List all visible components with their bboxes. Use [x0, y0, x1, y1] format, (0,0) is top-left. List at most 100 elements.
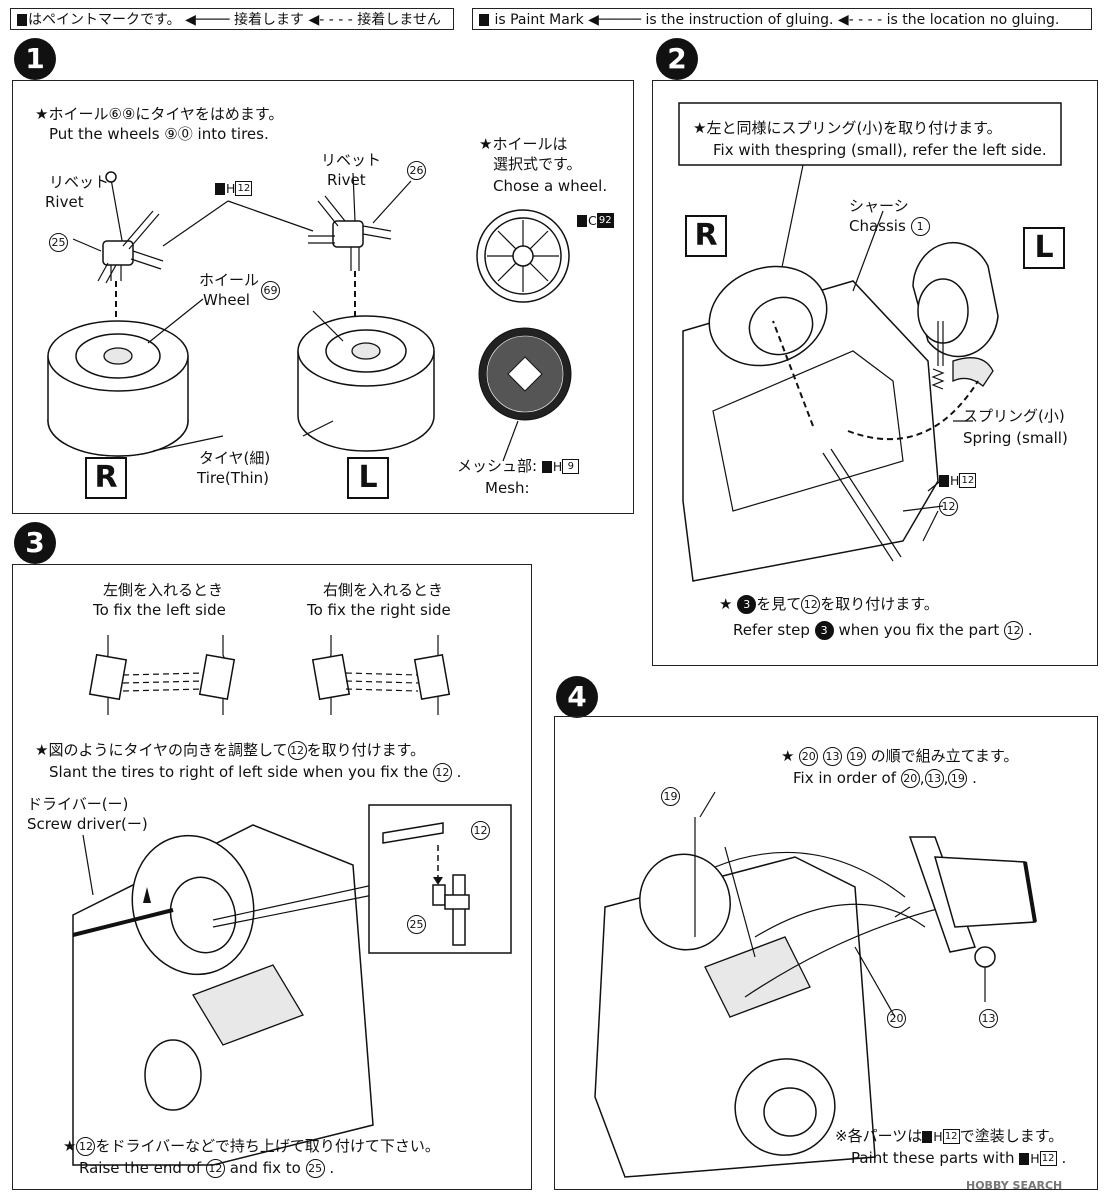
paint-mark-icon — [215, 182, 225, 195]
step-4-order-en: Fix in order of 20,13,19 . — [793, 769, 977, 788]
step-2-ref-en: Refer step 3 when you fix the part 12 . — [733, 621, 1033, 640]
paint-mark-icon — [939, 474, 949, 487]
paint-mark-icon — [577, 214, 587, 227]
inset-part-12-label: 12 — [471, 821, 490, 840]
step-4-illustration — [594, 791, 1037, 1178]
ref-en-a: Refer step — [733, 621, 810, 639]
choose-wheel-en: Chose a wheel. — [493, 177, 608, 195]
rivet-label-jp-right: リベット — [321, 151, 382, 169]
step-1-panel: ★ホイール⑥⑨にタイヤをはめます。 Put the wheels ⑨⓪ into… — [12, 80, 634, 514]
adjust-jp-a: ★図のようにタイヤの向きを調整して — [35, 741, 288, 759]
legend-glue-text: is the instruction of gluing. — [645, 12, 834, 28]
step-1-number: 1 — [14, 38, 56, 80]
screwdriver-label-jp: ドライバー(ー) — [27, 795, 129, 813]
noglue-arrow-icon: ◀- - - - — [308, 12, 353, 28]
star-icon: ★ — [781, 747, 795, 765]
watermark: HOBBY SEARCH — [966, 1179, 1063, 1192]
legend-glue-text: 接着します — [234, 12, 304, 28]
rivet-label-en-right: Rivet — [327, 171, 366, 189]
ref-en-b: when you fix the part — [838, 621, 1000, 639]
step-1-instruction-en: Put the wheels ⑨⓪ into tires. — [49, 125, 269, 143]
step-2-instruction-jp: ★左と同様にスプリング(小)を取り付けます。 — [693, 119, 1002, 137]
part-26-label: 26 — [407, 161, 426, 180]
step-3-illustration — [72, 635, 512, 1166]
part-12-ref: 12 — [432, 763, 452, 782]
step-2-panel: ★左と同様にスプリング(小)を取り付けます。 Fix with thesprin… — [652, 80, 1098, 666]
paint-note-jp-b: で塗装します。 — [959, 1127, 1064, 1145]
paint-mark-icon — [541, 460, 552, 473]
paint-c-box: 92 — [596, 213, 614, 228]
rivet-label-en-left: Rivet — [45, 193, 84, 211]
part-20-ref: 20 — [799, 747, 819, 766]
left-side-label: L — [1023, 227, 1065, 269]
legend-paint-text: is Paint Mark — [494, 12, 584, 28]
step-3-ref-badge: 3 — [814, 621, 834, 640]
paint-note-en: Paint these parts with — [851, 1149, 1015, 1167]
part-19-label: 19 — [661, 787, 680, 806]
glue-arrow-icon: ◀──── — [185, 12, 230, 28]
mesh-code-box: 9 — [562, 459, 580, 474]
tire-label-jp: タイヤ(細) — [199, 449, 271, 467]
step-3-raise-en: Raise the end of 12 and fix to 25 . — [79, 1159, 335, 1178]
adjust-jp-b: を取り付けます。 — [306, 741, 426, 759]
glue-arrow-icon: ◀───── — [588, 12, 642, 28]
part-20-label: 20 — [887, 1009, 906, 1028]
part-20-ref: 20 — [900, 769, 920, 788]
part-12-ref: 12 — [1004, 621, 1024, 640]
rivet-label-jp-left: リベット — [49, 173, 110, 191]
part-13-ref: 13 — [823, 747, 843, 766]
step-1-illustration — [47, 171, 572, 462]
choose-wheel-jp-2: 選択式です。 — [493, 155, 582, 173]
step-4-order-jp: ★ 20 13 19 の順で組み立てます。 — [781, 747, 1018, 766]
legend-noglue-text: is the location no gluing. — [886, 12, 1060, 28]
left-side-label-jp: 左側を入れるとき — [103, 581, 224, 599]
part-12-ref: 12 — [801, 595, 821, 614]
step-1-instruction-jp: ★ホイール⑥⑨にタイヤをはめます。 — [35, 105, 284, 123]
paint-mark-icon — [922, 1130, 933, 1143]
star-icon: ★ — [63, 1137, 77, 1155]
step-2-number: 2 — [656, 38, 698, 80]
adjust-en: Slant the tires to right of left side wh… — [49, 763, 429, 781]
right-side-label-en: To fix the right side — [307, 601, 451, 619]
star-icon: ★ — [719, 595, 733, 613]
part-69-label: 69 — [261, 281, 280, 300]
part-25-label: 25 — [49, 233, 68, 252]
part-13-label: 13 — [979, 1009, 998, 1028]
left-side-label: L — [347, 457, 389, 499]
chassis-label-jp: シャーシ — [849, 197, 909, 215]
step-3-panel: 左側を入れるとき To fix the left side 右側を入れるとき T… — [12, 564, 532, 1190]
noglue-arrow-icon: ◀- - - - — [837, 12, 883, 28]
step-4-number: 4 — [556, 676, 598, 718]
part-12-ref: 12 — [76, 1137, 96, 1156]
left-side-label-en: To fix the left side — [93, 601, 226, 619]
part-13-ref: 13 — [924, 769, 944, 788]
mesh-label-en: Mesh: — [485, 479, 530, 497]
part-19-ref: 19 — [948, 769, 968, 788]
ref-jp-c: を取り付けます。 — [820, 595, 939, 613]
step-2-instruction-en: Fix with thespring (small), refer the le… — [713, 141, 1047, 159]
legend-english: is Paint Mark ◀───── is the instruction … — [472, 8, 1092, 30]
inset-part-25-label: 25 — [407, 915, 426, 934]
step-3-number: 3 — [14, 522, 56, 564]
choose-wheel-jp-1: ★ホイールは — [479, 135, 568, 153]
raise-en-b: and fix to — [229, 1159, 301, 1177]
legend-paint-text: はペイントマークです。 — [28, 12, 181, 28]
raise-en-a: Raise the end of — [79, 1159, 202, 1177]
step-3-adjust-en: Slant the tires to right of left side wh… — [49, 763, 462, 782]
part-1-label: 1 — [910, 217, 930, 236]
step-2-illustration — [678, 102, 1062, 582]
part-12-label: 12 — [939, 497, 958, 516]
paint-note-jp-a: ※各パーツは — [835, 1127, 923, 1145]
wheel-label-en: Wheel — [203, 291, 250, 309]
step-4-panel: ★ 20 13 19 の順で組み立てます。 Fix in order of 20… — [554, 716, 1098, 1190]
part-12-ref: 12 — [205, 1159, 225, 1178]
mesh-jp-text: メッシュ部: — [457, 457, 538, 475]
right-side-label: R — [685, 215, 727, 257]
chassis-en-text: Chassis — [849, 217, 906, 235]
